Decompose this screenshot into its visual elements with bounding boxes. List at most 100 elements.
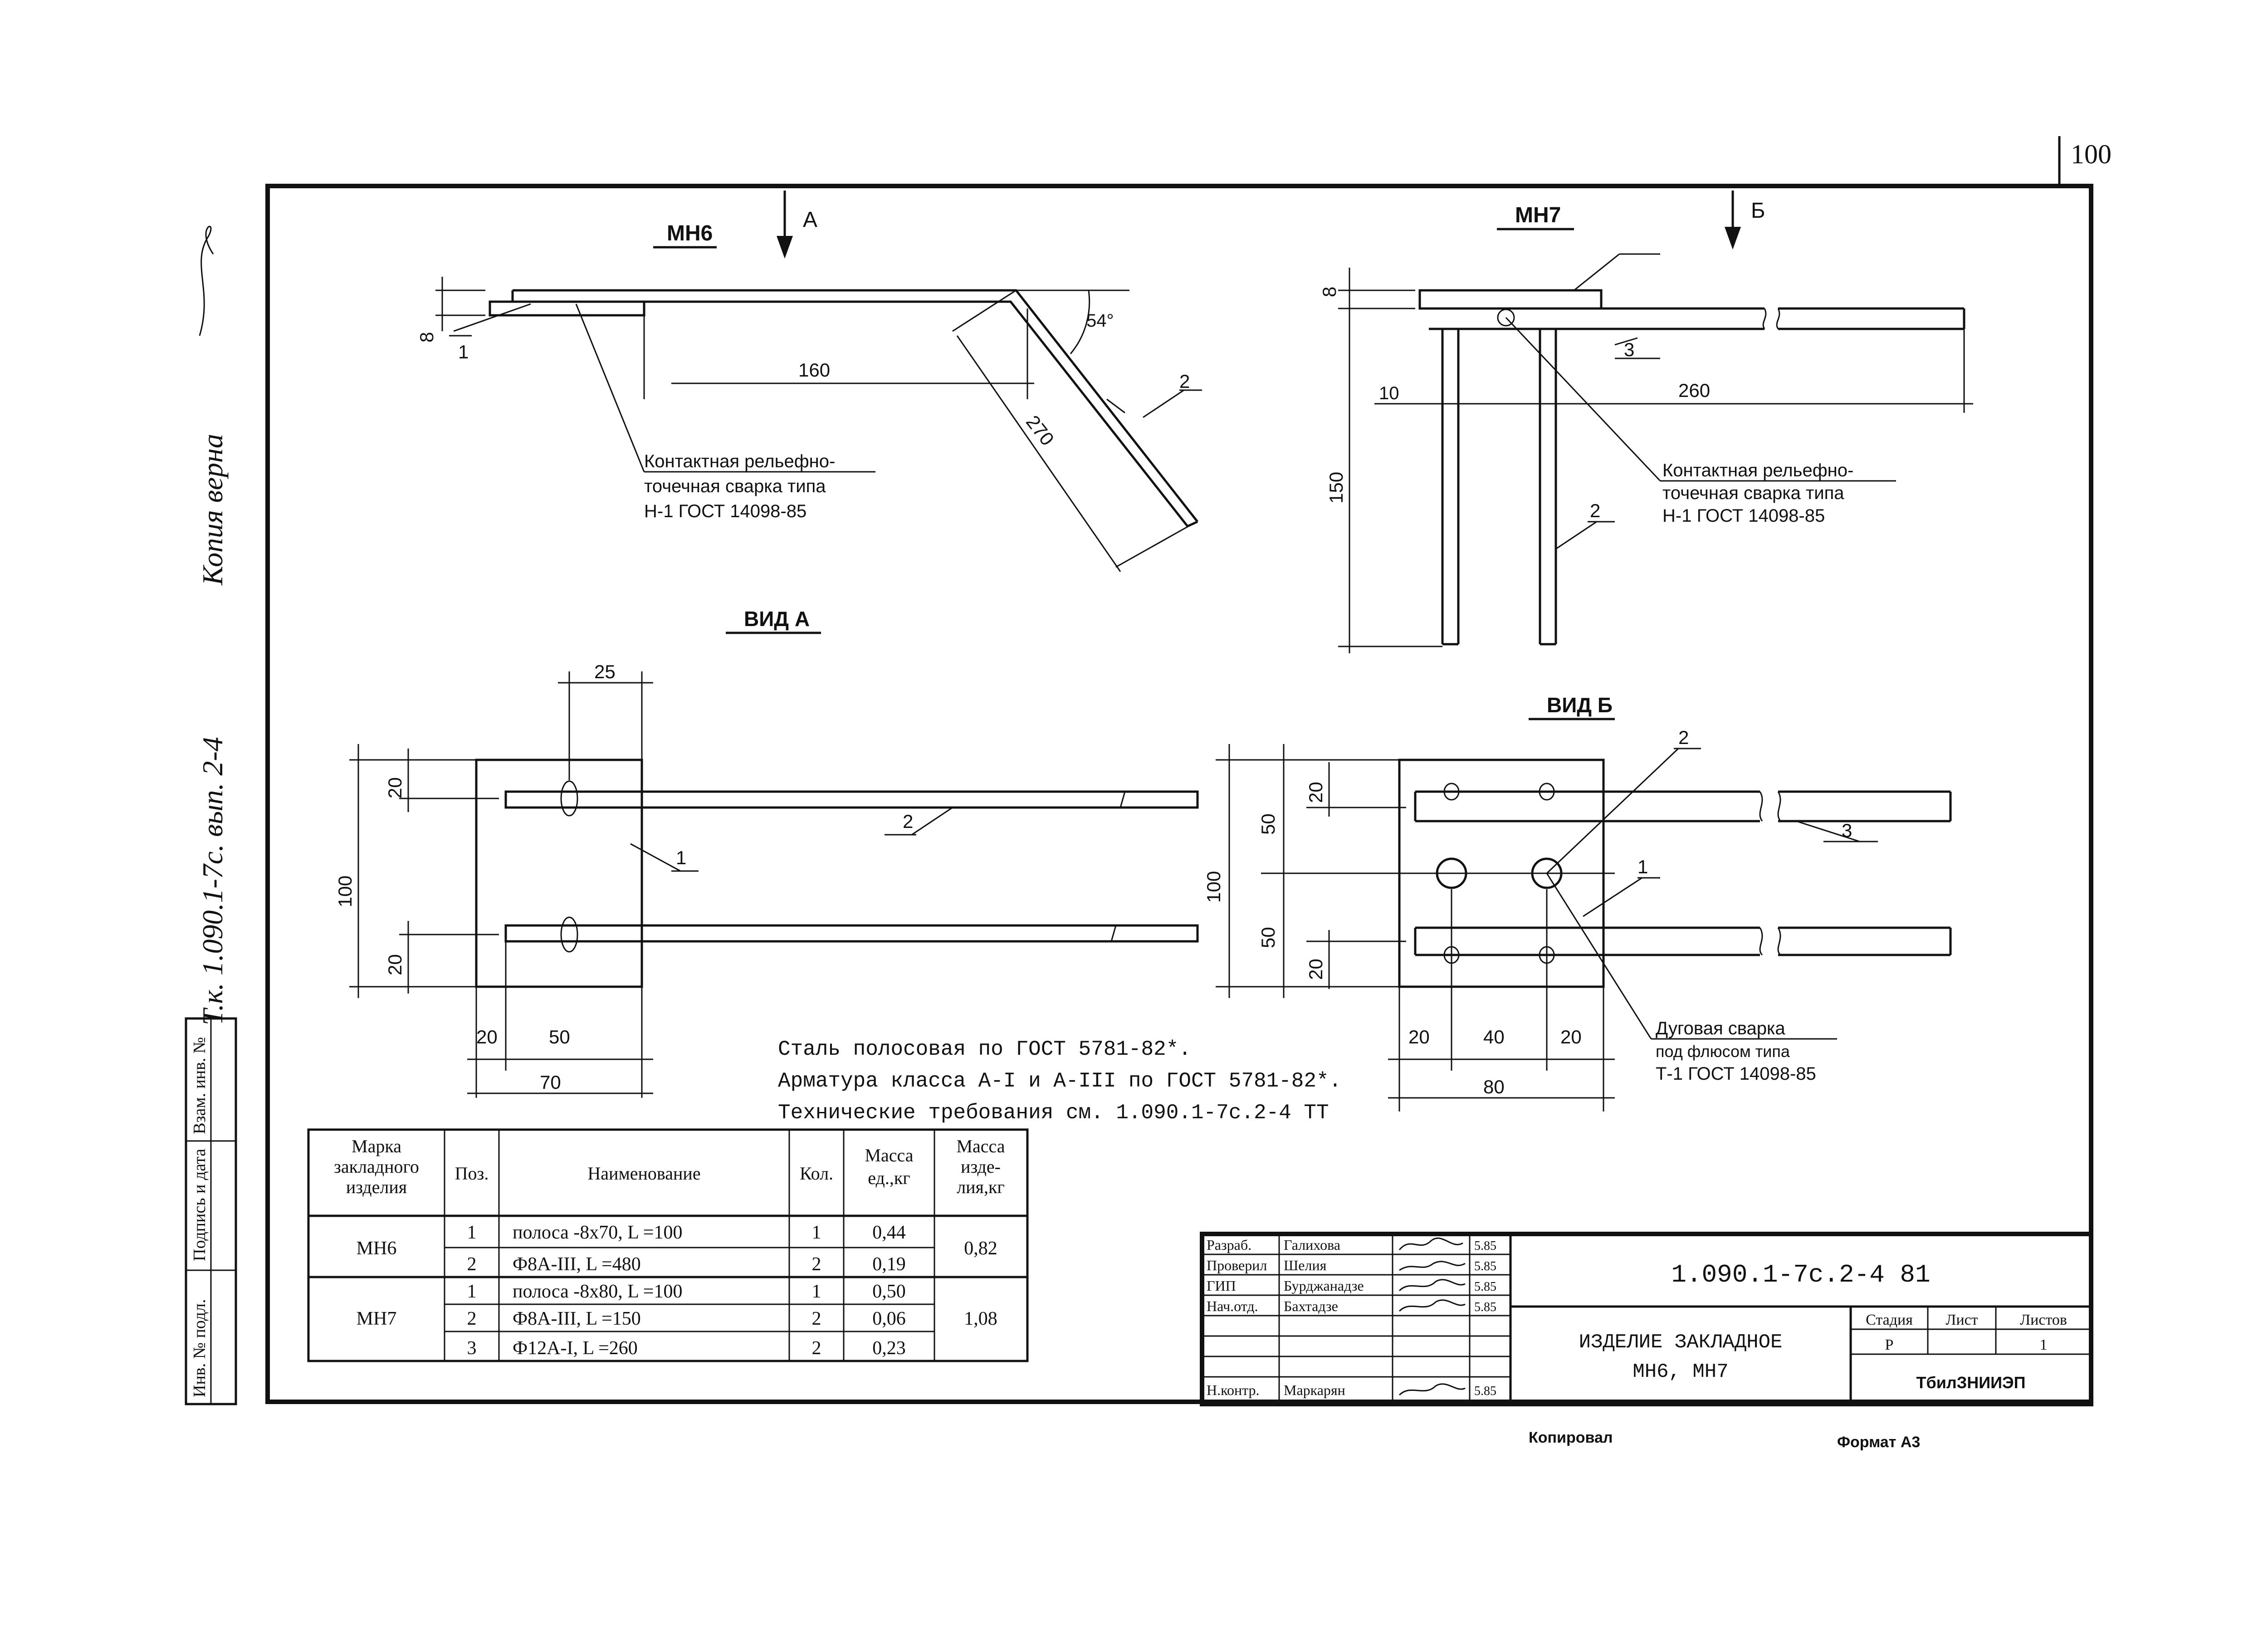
row-total-mn6: 0,82 [964,1238,997,1259]
view-a-dim-edge-bottom: 20 [384,954,406,975]
row-pos: 1 [467,1222,477,1243]
left-stamp-column: Взам. инв. № Подпись и дата Инв. № подл. [185,1017,237,1405]
view-b-dim-right: 20 [1560,1026,1582,1048]
mn6-weld-line2: точечная сварка типа [644,476,826,496]
signature-5 [1398,1383,1466,1396]
format-label: Формат А3 [1837,1434,1920,1451]
view-a-dim-edge-top: 20 [384,777,406,798]
row-pos: 2 [467,1254,477,1275]
designation: 1.090.1-7с.2-4 81 [1671,1260,1930,1289]
row-name: Ф8А-III, L =150 [513,1308,641,1329]
view-a-title: ВИД А [744,607,810,631]
mn6-dim-thickness: 8 [416,332,437,343]
organization: ТбилЗНИИЭП [1916,1373,2025,1392]
view-a-rod-top [504,790,1199,809]
spec-table: Марка закладного изделия Поз. Наименован… [307,1128,1029,1362]
row-qty: 2 [812,1338,821,1359]
arrow-a-label: А [803,208,817,232]
view-b: ВИД Б 100 50 50 20 20 20 [1203,693,1952,1111]
svg-text:Масса: Масса [865,1145,913,1165]
signature-3 [1398,1279,1466,1292]
row-mark-mn7: МН7 [357,1308,397,1329]
arrow-b-label: Б [1751,199,1765,223]
view-b-dim-half-bottom: 50 [1257,927,1279,948]
svg-text:Масса: Масса [956,1136,1005,1156]
mn6-title: МН6 [667,221,713,245]
copied-label: Копировал [1529,1429,1613,1446]
view-a-plate [475,759,643,988]
name-2: Шелия [1284,1257,1327,1273]
general-notes: Сталь полосовая по ГОСТ 5781-82*. Армату… [778,1038,1341,1125]
mn7-dim-length: 260 [1678,380,1710,401]
role-1: Разраб. [1207,1237,1251,1253]
view-b-weld-line2: под флюсом типа [1656,1042,1790,1061]
row-name: Ф8А-III, L =480 [513,1254,641,1275]
view-a-dim-total: 70 [540,1072,561,1093]
mn7-title: МН7 [1515,203,1561,227]
view-mn7: МН7 Б 8 150 10 260 3 2 [1319,191,1973,653]
mn6-weld-line1: Контактная рельефно- [644,451,835,471]
mn6-weld-line3: Н-1 ГОСТ 14098-85 [644,501,807,521]
view-b-dim-edge-top: 20 [1305,782,1326,803]
hdr-name: Наименование [587,1163,700,1184]
role-5: Н.контр. [1207,1382,1260,1398]
row-mass: 0,06 [872,1308,906,1329]
role-4: Нач.отд. [1207,1298,1258,1314]
row-mass: 0,50 [872,1281,906,1302]
row-mass: 0,44 [872,1222,906,1243]
view-b-rod-bottom [1414,926,1952,956]
stage-hdr-2: Лист [1945,1312,1978,1328]
row-qty: 1 [812,1222,821,1243]
stamp-label-2: Подпись и дата [190,1149,209,1261]
note-3: Технические требования см. 1.090.1-7с.2-… [778,1101,1329,1125]
title-block: Разраб. Галихова 5.85 Проверил Шелия 5.8… [1200,1232,2093,1451]
name-1: Галихова [1284,1237,1340,1253]
view-a-rod-bottom [504,924,1199,943]
row-pos: 2 [467,1308,477,1329]
row-qty: 2 [812,1254,821,1275]
stage-hdr-1: Стадия [1866,1312,1913,1328]
view-b-pos2: 2 [1678,727,1689,748]
name-5: Маркарян [1284,1382,1345,1398]
mn7-weld-line2: точечная сварка типа [1662,483,1844,503]
sheet-outer-frame [265,184,2093,1404]
stage-val-3: 1 [2040,1336,2048,1353]
signature-2 [1399,1261,1466,1271]
row-mass: 0,23 [872,1338,906,1359]
view-b-title: ВИД Б [1547,693,1613,717]
note-2: Арматура класса А-I и А-III по ГОСТ 5781… [778,1069,1341,1093]
view-a-dim-left: 20 [476,1026,498,1048]
page-number: 100 [2071,139,2112,169]
view-b-pos1: 1 [1637,856,1648,877]
mn7-rod-2 [1539,329,1557,646]
stage-hdr-3: Листов [2020,1312,2067,1328]
name-4: Бахтадзе [1284,1298,1338,1314]
svg-text:ед.,кг: ед.,кг [868,1168,910,1188]
stamp-label-1: Взам. инв. № [190,1037,209,1134]
row-qty: 1 [812,1281,821,1302]
series-label: Т.к. 1.090.1-7с. вып. 2-4 [196,737,229,1025]
view-b-dim-height: 100 [1203,871,1224,903]
view-mn6: МН6 А 8 160 270 54° 1 2 [416,191,1202,572]
view-b-weld-line1: Дуговая сварка [1656,1018,1785,1038]
hdr-mark-3: изделия [346,1177,407,1197]
view-a-dim-width-top: 25 [594,661,616,682]
signature-1 [1398,1237,1463,1250]
hdr-mark-2: закладного [334,1156,419,1177]
row-name: Ф12А-I, L =260 [513,1338,638,1359]
stamp-label-3: Инв. № подл. [190,1299,209,1397]
signature-4 [1398,1299,1466,1312]
hdr-qty: Кол. [800,1163,833,1184]
row-mass: 0,19 [872,1254,906,1275]
row-name: полоса -8х70, L =100 [513,1222,683,1243]
mn7-dim-height: 150 [1325,472,1347,504]
mn7-bar [1429,307,1964,330]
row-total-mn7: 1,08 [964,1308,997,1329]
row-mark-mn6: МН6 [357,1238,397,1259]
date-4: 5.85 [1474,1300,1496,1314]
date-5: 5.85 [1474,1384,1496,1398]
mn7-dim-offset: 10 [1379,383,1399,403]
view-b-weld-line3: Т-1 ГОСТ 14098-85 [1656,1064,1816,1084]
hdr-pos: Поз. [455,1163,489,1184]
